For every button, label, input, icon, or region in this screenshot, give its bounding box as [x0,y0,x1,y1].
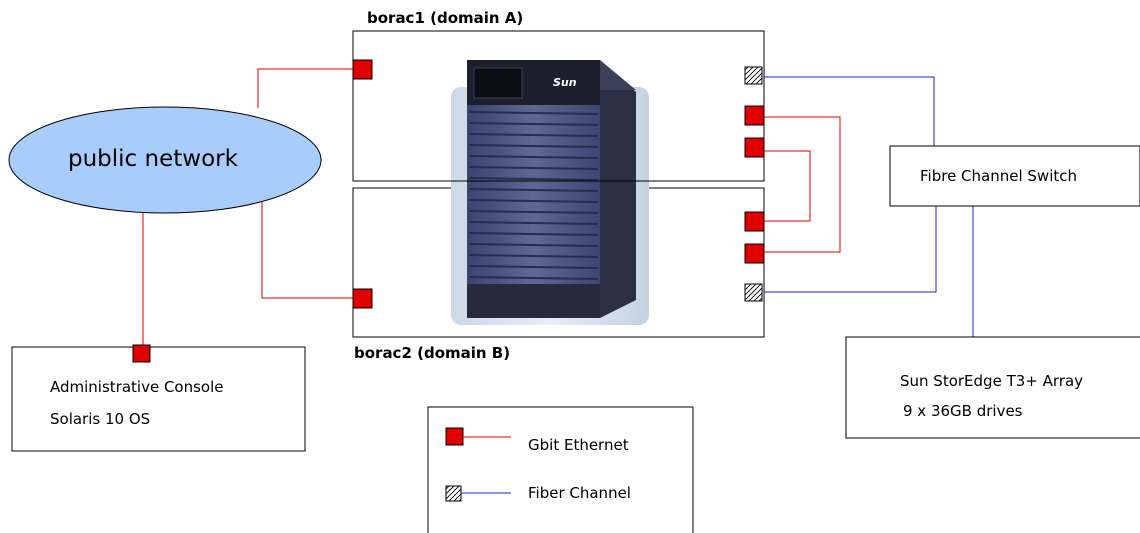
server-bezel-ridge [468,144,599,148]
legend-ethernet-swatch [445,427,464,446]
borac2-interconnect-port-1 [744,211,765,232]
fibre-channel-switch-label: Fibre Channel Switch [920,167,1078,185]
server-brand-text: Sun [553,76,577,89]
ethernet-interconnect-outer [764,116,841,253]
storage-array-drives: 9 x 36GB drives [903,402,1023,420]
public-network-label: public network [68,146,238,172]
fiber-link-borac1-to-switch [764,76,935,146]
server-bezel-ridge [468,210,599,214]
server-bezel-ridge [468,276,599,280]
server-bezel-ridge [468,111,599,115]
server-bezel-ridge [468,243,599,247]
domain-a-label: borac1 (domain A) [367,9,524,27]
server-bezel-ridges [468,111,599,280]
storage-array-title: Sun StorEdge T3+ Array [900,372,1084,390]
server-bezel-ridge [468,166,599,170]
borac2-fiber-port [744,283,763,302]
server-bezel-ridge [468,232,599,236]
legend-ethernet-label: Gbit Ethernet [528,436,629,454]
borac1-fiber-port [744,66,763,85]
borac1-public-port [352,59,373,80]
fibre-channel-switch-box [889,145,1140,207]
legend-fiber-label: Fiber Channel [528,484,631,502]
ethernet-link-net-to-borac1 [257,68,356,108]
storage-array-box [845,336,1140,439]
borac1-interconnect-port-2 [744,137,765,158]
server-bezel-ridge [468,155,599,159]
fiber-ports [744,66,763,302]
domain-b-label: borac2 (domain B) [354,344,511,362]
ethernet-links [142,68,841,347]
server-bezel-ridge [468,177,599,181]
ethernet-link-net-to-borac2 [261,200,356,299]
legend-symbols [445,427,511,502]
sun-fire-server-image: Sun [451,60,649,325]
fiber-link-borac2-to-switch [764,206,937,293]
public-network-cloud [8,106,322,214]
server-bezel-ridge [468,133,599,137]
borac1-interconnect-port-1 [744,105,765,126]
admin-console-box [11,346,306,452]
legend-fiber-swatch [445,485,462,502]
ethernet-ports [132,59,765,363]
server-bezel-ridge [468,254,599,258]
fiber-links [764,76,974,337]
legend-box [427,406,694,533]
server-bezel-ridge [468,199,599,203]
console-ethernet-port [132,344,151,363]
admin-console-os: Solaris 10 OS [50,410,151,428]
ethernet-interconnect-inner [764,150,811,222]
borac2-interconnect-port-2 [744,243,765,264]
admin-console-title: Administrative Console [50,378,224,396]
borac2-public-port [352,288,373,309]
server-bezel-ridge [468,221,599,225]
server-bezel-ridge [468,122,599,126]
server-bezel-ridge [468,265,599,269]
server-bezel-ridge [468,188,599,192]
